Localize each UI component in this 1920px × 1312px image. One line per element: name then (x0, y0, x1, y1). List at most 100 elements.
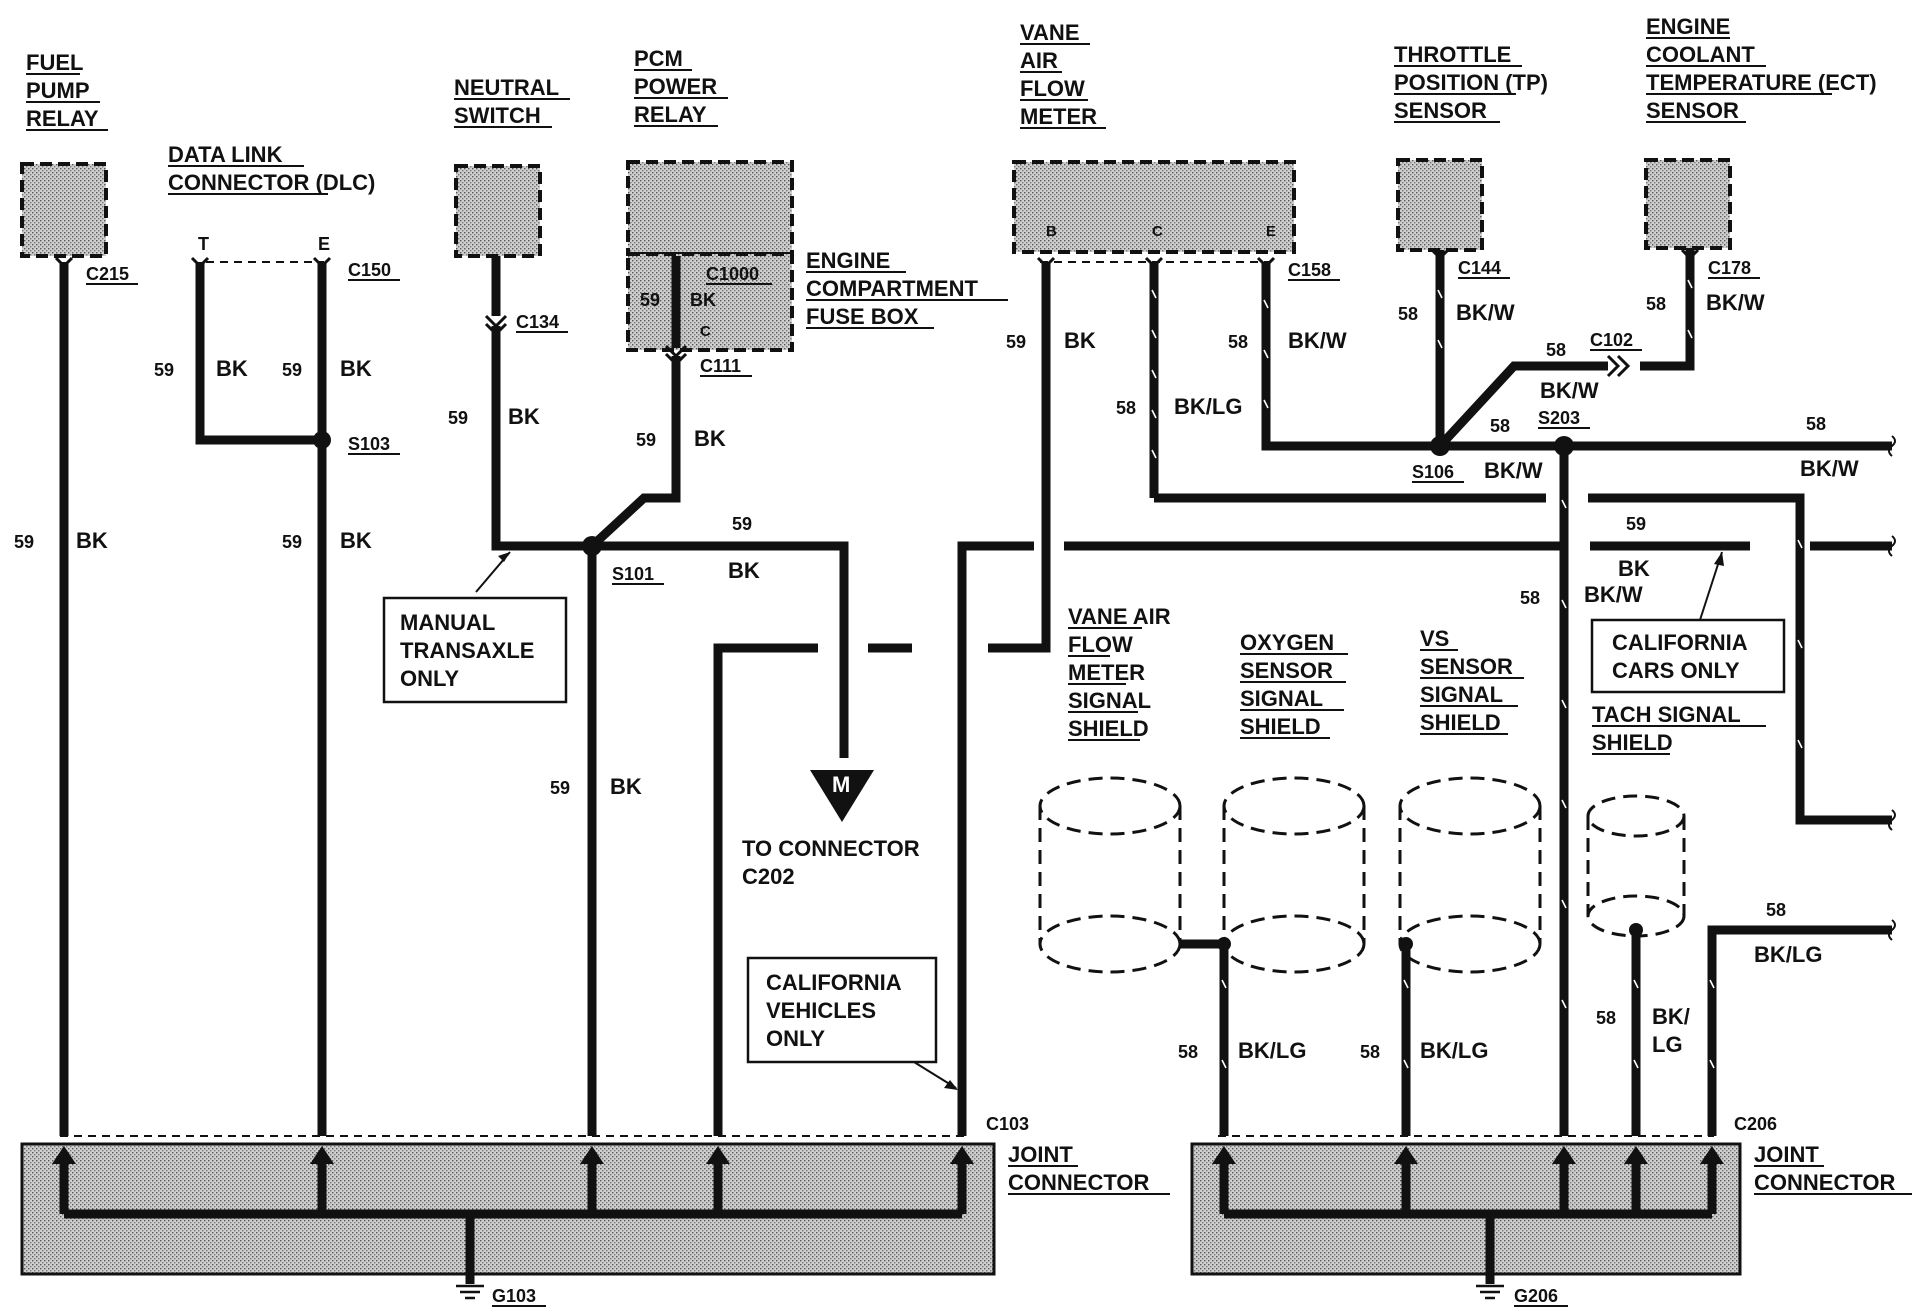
california-vehicles-note: CALIFORNIA VEHICLES ONLY (746, 956, 958, 1090)
svg-text:58: 58 (1360, 1042, 1380, 1062)
svg-text:C144: C144 (1458, 258, 1501, 278)
svg-text:C102: C102 (1590, 330, 1633, 350)
oxygen-sensor-shield: OXYGEN SENSOR SIGNAL SHIELD (1222, 630, 1366, 974)
svg-text:BK: BK (694, 426, 726, 451)
svg-text:58: 58 (1520, 588, 1540, 608)
tp-sensor-box (1396, 158, 1484, 252)
svg-text:58: 58 (1646, 294, 1666, 314)
svg-text:S101: S101 (612, 564, 654, 584)
svg-text:CALIFORNIA: CALIFORNIA (1612, 630, 1748, 655)
svg-text:ONLY: ONLY (766, 1026, 825, 1051)
connector-marks (54, 248, 1700, 378)
svg-text:FLOW: FLOW (1020, 76, 1085, 101)
ect-sensor-box (1644, 158, 1732, 250)
wire-continuation-marks (1888, 435, 1896, 941)
svg-text:59: 59 (732, 514, 752, 534)
ground-g103: G103 (492, 1286, 536, 1306)
svg-text:S203: S203 (1538, 408, 1580, 428)
svg-text:DATA LINK: DATA LINK (168, 142, 283, 167)
svg-text:SENSOR: SENSOR (1420, 654, 1513, 679)
svg-text:C202: C202 (742, 864, 795, 889)
svg-text:BK/W: BK/W (1584, 582, 1643, 607)
svg-text:BK: BK (1064, 328, 1096, 353)
svg-text:BK: BK (216, 356, 248, 381)
svg-text:BK/W: BK/W (1540, 378, 1599, 403)
svg-text:RELAY: RELAY (26, 106, 99, 131)
svg-text:59: 59 (14, 532, 34, 552)
svg-text:TO CONNECTOR: TO CONNECTOR (742, 836, 920, 861)
svg-text:C215: C215 (86, 264, 129, 284)
svg-text:TRANSAXLE: TRANSAXLE (400, 638, 534, 663)
svg-text:SIGNAL: SIGNAL (1240, 686, 1323, 711)
svg-text:C1000: C1000 (706, 264, 759, 284)
svg-text:BK/LG: BK/LG (1174, 394, 1242, 419)
neutral-switch-title: NEUTRAL SWITCH (454, 75, 570, 128)
svg-text:PCM: PCM (634, 46, 683, 71)
svg-text:VANE AIR: VANE AIR (1068, 604, 1171, 629)
svg-text:BK/W: BK/W (1288, 328, 1347, 353)
svg-text:59: 59 (448, 408, 468, 428)
svg-text:C111: C111 (700, 356, 741, 376)
svg-text:COOLANT: COOLANT (1646, 42, 1755, 67)
svg-text:JOINT: JOINT (1754, 1142, 1819, 1167)
dlc-title: DATA LINK CONNECTOR (DLC) (168, 142, 375, 195)
svg-text:C178: C178 (1708, 258, 1751, 278)
svg-text:C158: C158 (1288, 260, 1331, 280)
neutral-switch-box (454, 164, 542, 258)
svg-text:BK/W: BK/W (1706, 290, 1765, 315)
svg-text:BK: BK (340, 356, 372, 381)
connector-labels: C215 C150 C134 C1000 C111 C158 C144 C178… (86, 258, 1777, 1134)
svg-text:PUMP: PUMP (26, 78, 90, 103)
svg-text:C103: C103 (986, 1114, 1029, 1134)
dlc-pin-e: E (318, 234, 330, 254)
svg-text:SWITCH: SWITCH (454, 103, 541, 128)
vaf-shield: VANE AIR FLOW METER SIGNAL SHIELD (1038, 604, 1182, 974)
svg-text:TACH SIGNAL: TACH SIGNAL (1592, 702, 1741, 727)
svg-text:BK/: BK/ (1652, 1004, 1690, 1029)
fuse-box (626, 252, 794, 352)
svg-text:BK: BK (508, 404, 540, 429)
svg-text:C134: C134 (516, 312, 559, 332)
svg-text:M: M (832, 772, 850, 797)
svg-text:POSITION (TP): POSITION (TP) (1394, 70, 1548, 95)
svg-text:59: 59 (154, 360, 174, 380)
svg-text:C150: C150 (348, 260, 391, 280)
svg-text:58: 58 (1490, 416, 1510, 436)
svg-text:RELAY: RELAY (634, 102, 707, 127)
vaf-pin-e: E (1266, 223, 1276, 240)
svg-text:SENSOR: SENSOR (1240, 658, 1333, 683)
svg-text:58: 58 (1546, 340, 1566, 360)
svg-text:THROTTLE: THROTTLE (1394, 42, 1511, 67)
california-cars-note: CALIFORNIA CARS ONLY (1590, 551, 1786, 694)
svg-text:SHIELD: SHIELD (1240, 714, 1321, 739)
vane-air-flow-meter-title: VANE AIR FLOW METER (1020, 20, 1106, 129)
svg-text:58: 58 (1806, 414, 1826, 434)
to-connector-c202: M TO CONNECTOR C202 (742, 770, 920, 889)
left-wires (59, 256, 1892, 1136)
svg-text:VS: VS (1420, 626, 1449, 651)
dlc-pin-t: T (198, 234, 209, 254)
svg-text:NEUTRAL: NEUTRAL (454, 75, 559, 100)
svg-text:MANUAL: MANUAL (400, 610, 495, 635)
tach-signal-shield: TACH SIGNAL SHIELD (1586, 702, 1766, 938)
svg-text:CONNECTOR (DLC): CONNECTOR (DLC) (168, 170, 375, 195)
svg-text:58: 58 (1398, 304, 1418, 324)
pcm-power-relay-title: PCM POWER RELAY (634, 46, 728, 127)
tp-sensor-title: THROTTLE POSITION (TP) SENSOR (1394, 42, 1548, 123)
svg-text:S106: S106 (1412, 462, 1454, 482)
svg-text:BK/LG: BK/LG (1754, 942, 1822, 967)
svg-text:BK/W: BK/W (1800, 456, 1859, 481)
svg-text:LG: LG (1652, 1032, 1683, 1057)
svg-text:59: 59 (1626, 514, 1646, 534)
svg-text:59: 59 (636, 430, 656, 450)
vane-air-flow-meter-box (1012, 160, 1296, 254)
joint-connector-c206: JOINT CONNECTOR G206 (1190, 1142, 1912, 1307)
svg-text:SHIELD: SHIELD (1420, 710, 1501, 735)
svg-text:CALIFORNIA: CALIFORNIA (766, 970, 902, 995)
ect-sensor-title: ENGINE COOLANT TEMPERATURE (ECT) SENSOR (1646, 14, 1877, 123)
fuse-box-title: ENGINE COMPARTMENT FUSE BOX (806, 248, 1008, 329)
svg-text:CONNECTOR: CONNECTOR (1754, 1170, 1895, 1195)
svg-text:SIGNAL: SIGNAL (1420, 682, 1503, 707)
